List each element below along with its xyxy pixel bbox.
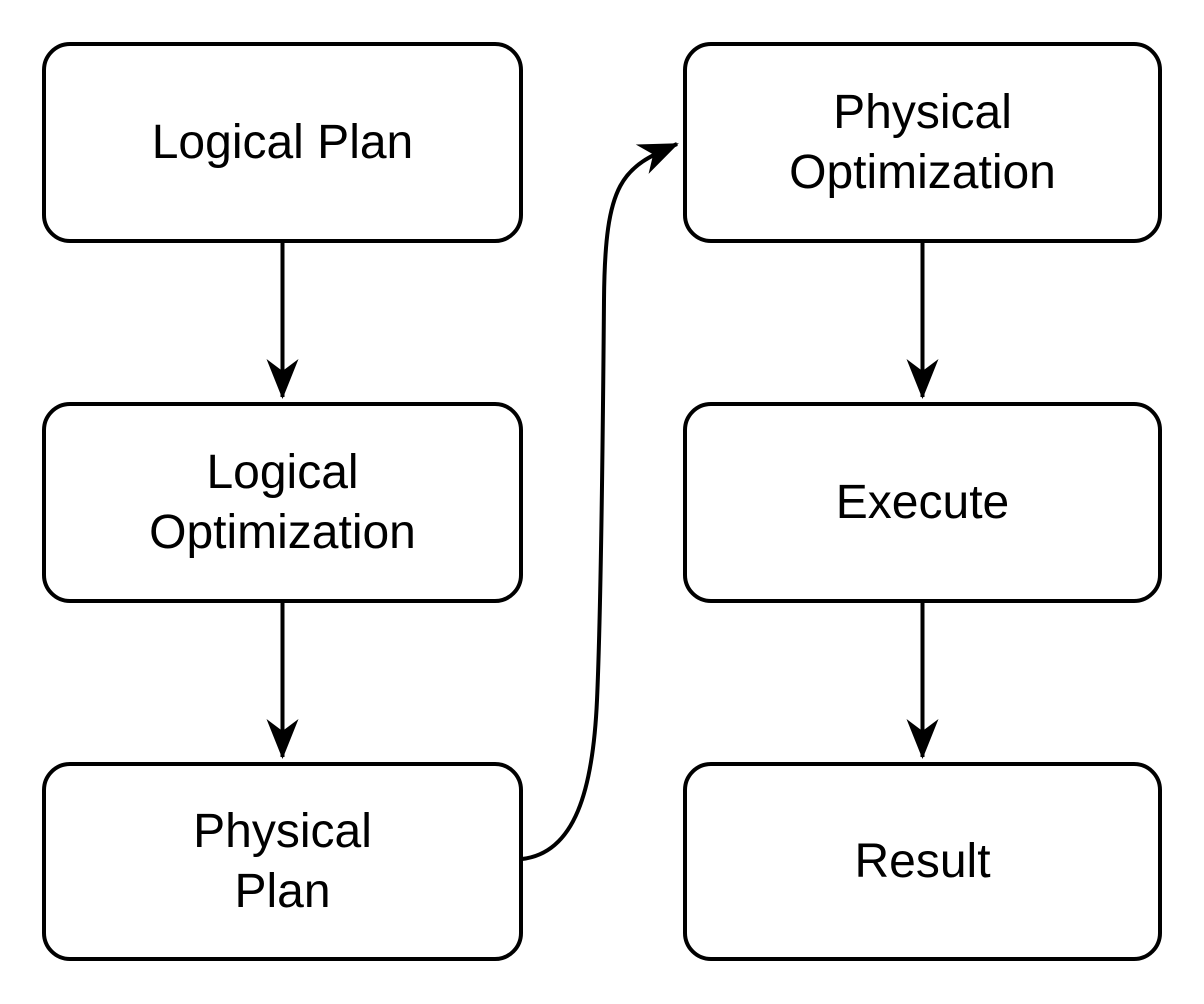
node-physical-plan-label: Physical Plan [193,804,372,918]
node-logical-optimization: Logical Optimization [42,402,523,603]
node-result-label: Result [854,834,991,888]
node-execute: Execute [683,402,1162,603]
node-result: Result [683,762,1162,961]
node-physical-optimization-label: Physical Optimization [789,85,1056,199]
node-physical-plan: Physical Plan [42,762,523,961]
node-execute-label: Execute [835,475,1010,529]
arrow-physical-plan-to-physical-optimization [521,142,679,861]
node-logical-plan-label: Logical Plan [151,115,414,169]
node-logical-plan: Logical Plan [42,42,523,243]
node-logical-optimization-label: Logical Optimization [149,445,416,559]
node-physical-optimization: Physical Optimization [683,42,1162,243]
